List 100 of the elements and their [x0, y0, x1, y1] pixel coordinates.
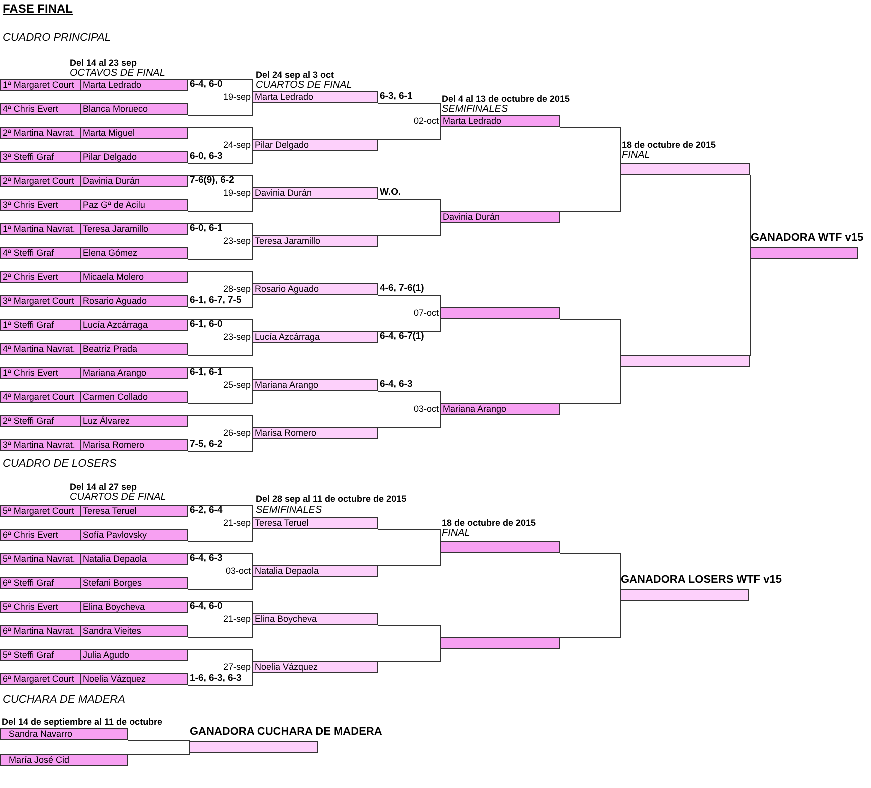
seed-label: 4ª Chris Evert	[1, 104, 81, 114]
seed-label: 5ª Martina Navrat.	[1, 554, 81, 564]
player-name: Luz Álvarez	[82, 416, 130, 426]
bracket-line	[188, 342, 253, 356]
bracket-line	[188, 294, 253, 308]
match-score: 6-0, 6-3	[190, 151, 223, 162]
player-row	[0, 103, 188, 115]
player-row	[0, 247, 188, 259]
player-row	[0, 223, 188, 235]
player-row	[0, 175, 188, 187]
player-name: Sandra Vieites	[82, 626, 142, 636]
seed-label: 4ª Margaret Court	[1, 392, 81, 402]
player-bar: Marisa Romero	[252, 427, 378, 439]
player-name: Julia Agudo	[82, 650, 130, 660]
player-name: Marisa Romero	[82, 440, 145, 450]
bracket-line	[188, 672, 253, 686]
bracket-line	[378, 414, 441, 428]
player-row	[0, 199, 188, 211]
player-name: Natalia Depaola	[82, 554, 148, 564]
match-date: 28-sep	[223, 284, 251, 295]
date-range: Del 4 al 13 de octubre de 2015	[442, 93, 570, 105]
seed-label: 2ª Martina Navrat.	[1, 128, 81, 138]
match-score: 4-6, 7-6(1)	[380, 283, 424, 294]
bracket-line	[188, 576, 253, 590]
match-score: 6-2, 6-4	[190, 505, 223, 516]
bracket-line	[188, 175, 253, 188]
bracket-line	[560, 319, 621, 356]
player-row	[0, 415, 188, 427]
match-date: 03-oct	[226, 566, 251, 577]
section-heading: CUCHARA DE MADERA	[3, 694, 126, 706]
seed-label: 1ª Chris Evert	[1, 368, 81, 378]
bracket-line	[750, 175, 751, 248]
round-heading: SEMIFINALES	[442, 104, 508, 116]
player-bar: Rosario Aguado	[252, 283, 378, 295]
player-name: Teresa Jaramillo	[82, 224, 149, 234]
seed-label: 5ª Steffi Graf	[1, 650, 81, 660]
section-heading: CUADRO PRINCIPAL	[3, 32, 111, 44]
player-row	[0, 673, 188, 685]
bracket-line	[560, 174, 621, 212]
bracket-line	[378, 126, 441, 140]
player-row	[0, 319, 188, 331]
bracket-line	[188, 624, 253, 638]
bracket-line	[378, 625, 441, 638]
seed-label: 6ª Chris Evert	[1, 530, 81, 540]
player-name: Marta Ledrado	[82, 80, 142, 90]
player-bar: María José Cid	[0, 754, 128, 766]
seed-label: 3ª Steffi Graf	[1, 152, 81, 162]
match-date: 26-sep	[223, 428, 251, 439]
round-heading: CUARTOS DE FINAL	[70, 492, 166, 504]
player-row	[0, 295, 188, 307]
player-row	[0, 439, 188, 451]
seed-label: 5ª Margaret Court	[1, 506, 81, 516]
match-date: 19-sep	[223, 92, 251, 103]
player-row	[0, 127, 188, 139]
match-date: 23-sep	[223, 236, 251, 247]
bracket-line	[188, 150, 253, 164]
bracket-line	[560, 553, 621, 590]
seed-label: 2ª Margaret Court	[1, 176, 81, 186]
round-heading: CUARTOS DE FINAL	[256, 80, 352, 92]
bracket-line	[378, 648, 441, 662]
player-name: Davinia Durán	[82, 176, 140, 186]
bracket-line	[188, 505, 253, 518]
bracket-line	[188, 198, 253, 212]
bracket-line	[378, 199, 441, 212]
date-range: Del 14 de septiembre al 11 de octubre	[2, 716, 163, 728]
player-row	[0, 151, 188, 163]
bracket-line	[378, 103, 441, 116]
player-bar: Elina Boycheva	[252, 613, 378, 625]
bracket-line	[188, 102, 253, 116]
bracket-line	[188, 553, 253, 566]
page-title: FASE FINAL	[3, 2, 74, 16]
player-name: Sofía Pavlovsky	[82, 530, 148, 540]
bracket-line	[128, 740, 190, 742]
player-row	[0, 391, 188, 403]
bracket-line	[560, 366, 621, 404]
match-score: 6-4, 6-0	[190, 79, 223, 90]
seed-label: 3ª Margaret Court	[1, 296, 81, 306]
player-bar: Sandra Navarro	[0, 728, 128, 740]
player-bar: Davinia Durán	[440, 211, 560, 223]
date-range: 18 de octubre de 2015	[442, 517, 536, 529]
player-name: Blanca Morueco	[82, 104, 148, 114]
match-score: 1-6, 6-3, 6-3	[190, 673, 242, 684]
date-range: 18 de octubre de 2015	[622, 139, 716, 151]
player-name: Carmen Collado	[82, 392, 148, 402]
bracket-line	[188, 438, 253, 452]
player-name: Beatriz Prada	[82, 344, 138, 354]
seed-label: 2ª Steffi Graf	[1, 416, 81, 426]
player-row	[0, 601, 188, 613]
match-date: 24-sep	[223, 140, 251, 151]
match-score: 7-6(9), 6-2	[190, 175, 234, 186]
round-heading: SEMIFINALES	[256, 505, 322, 517]
winner-heading: GANADORA CUCHARA DE MADERA	[190, 726, 382, 739]
bracket-line	[188, 367, 253, 380]
bracket-line	[188, 223, 253, 236]
date-range: Del 14 al 23 sep	[70, 57, 138, 69]
seed-label: 4ª Steffi Graf	[1, 248, 81, 258]
match-score: 6-0, 6-1	[190, 223, 223, 234]
bracket-line	[560, 600, 621, 638]
match-date: 21-sep	[223, 518, 251, 529]
player-name: Noelia Vázquez	[82, 674, 146, 684]
